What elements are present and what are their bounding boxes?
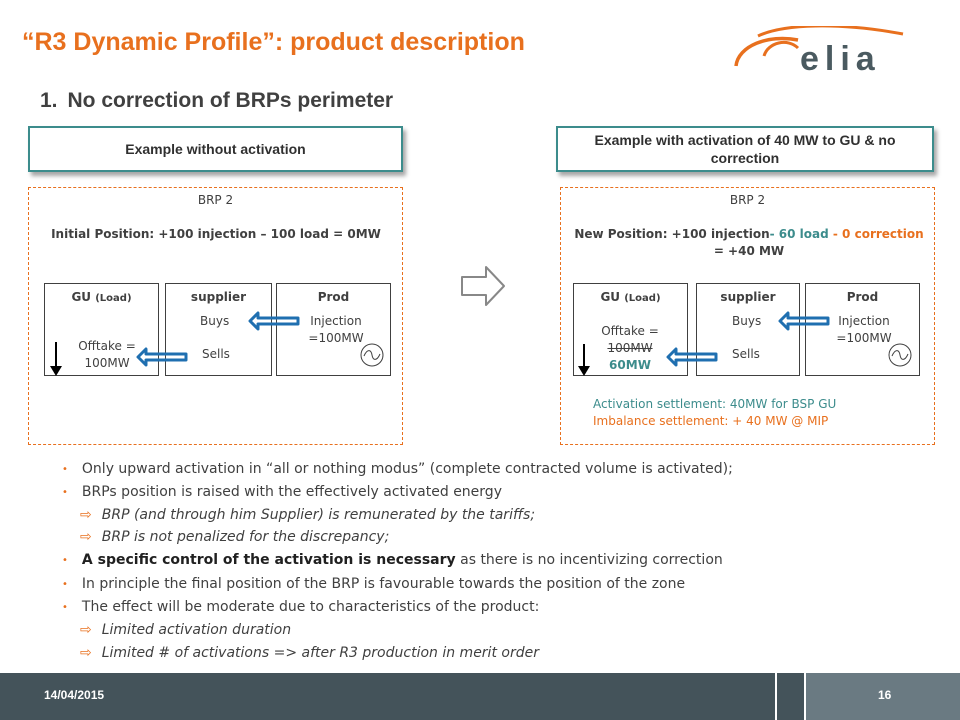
sub-bullet-item: ⇨BRP (and through him Supplier) is remun…	[80, 507, 536, 523]
right-prod-injection: Injection =100MW	[836, 314, 892, 345]
left-gu-offtake: Offtake = 100MW	[78, 339, 136, 370]
bullet-item: •A specific control of the activation is…	[62, 552, 723, 568]
right-example-header: Example with activation of 40 MW to GU &…	[556, 126, 934, 172]
sub-bullet-item: ⇨BRP is not penalized for the discrepanc…	[80, 529, 390, 545]
bullet-item: •Only upward activation in “all or nothi…	[62, 461, 733, 477]
left-supplier-buys: Buys	[200, 314, 230, 328]
left-flow-arrows	[50, 311, 384, 376]
right-buys-arrow-icon	[778, 311, 830, 331]
left-supplier-title: supplier	[190, 290, 247, 304]
right-example-panel	[560, 187, 935, 445]
right-header-label: Example with activation of 40 MW to GU &…	[594, 131, 896, 166]
left-gu-title: GU (Load)	[71, 290, 132, 304]
left-supplier-sells: Sells	[202, 347, 230, 361]
sub-bullet-item: ⇨Limited # of activations => after R3 pr…	[80, 645, 539, 661]
left-position-label: Initial Position:	[51, 227, 155, 241]
subtitle-number: 1.	[40, 89, 58, 112]
left-brp-label: BRP 2	[197, 193, 234, 207]
left-buys-arrow-icon	[248, 311, 300, 331]
right-gu-old-value: 100MW	[607, 340, 653, 355]
right-supplier-buys: Buys	[732, 314, 762, 328]
right-gu-box	[573, 283, 688, 376]
bullet-item: •The effect will be moderate due to char…	[62, 599, 540, 615]
right-supplier-title: supplier	[720, 290, 776, 304]
footer-divider	[804, 673, 806, 720]
right-brp-label: BRP 2	[729, 193, 766, 207]
left-example-panel	[28, 187, 403, 445]
right-prod-title: Prod	[846, 290, 879, 304]
elia-logo: elia	[734, 26, 904, 76]
right-supplier-sells: Sells	[732, 347, 760, 361]
right-down-arrow-icon	[578, 344, 590, 376]
page-number: 16	[878, 688, 892, 702]
left-prod-injection: Injection =100MW	[308, 314, 364, 345]
left-prod-title: Prod	[317, 290, 350, 304]
settlement-notes: Activation settlement: 40MW for BSP GU I…	[593, 396, 836, 431]
logo-text: elia	[800, 40, 881, 76]
sub-bullet-item: ⇨Limited activation duration	[80, 622, 292, 638]
right-gu-new-value: 60MW	[609, 357, 651, 372]
imbalance-settlement: Imbalance settlement: + 40 MW @ MIP	[593, 414, 829, 429]
right-position: New Position: +100 injection- 60 load - …	[574, 227, 924, 259]
slide-title: “R3 Dynamic Profile”: product descriptio…	[22, 28, 525, 56]
right-generator-icon	[888, 343, 912, 367]
left-position-value: +100 injection – 100 load = 0MW	[158, 227, 381, 241]
right-flow-arrows	[578, 311, 912, 376]
footer-divider	[775, 673, 777, 720]
right-gu-offtake: Offtake = 100MW 60MW	[588, 323, 672, 373]
left-sells-arrow-icon	[136, 347, 188, 367]
slide-subtitle: 1. No correction of BRPs perimeter	[40, 89, 393, 113]
left-generator-icon	[360, 343, 384, 367]
hollow-right-arrow-icon	[461, 266, 505, 306]
bullet-item: •BRPs position is raised with the effect…	[62, 484, 502, 500]
footer-bar	[0, 673, 960, 720]
right-gu-title: GU (Load)	[600, 290, 661, 304]
left-position: Initial Position: +100 injection – 100 l…	[36, 226, 396, 243]
subtitle-text: No correction of BRPs perimeter	[67, 89, 394, 112]
left-example-header: Example without activation	[28, 126, 403, 172]
left-header-label: Example without activation	[125, 140, 306, 157]
activation-settlement: Activation settlement: 40MW for BSP GU	[593, 397, 837, 411]
footer-page-block	[806, 673, 960, 720]
footer-date: 14/04/2015	[44, 688, 105, 702]
left-down-arrow-icon	[50, 342, 62, 376]
bullet-item: •In principle the final position of the …	[62, 576, 686, 592]
right-sells-arrow-icon	[666, 347, 718, 367]
